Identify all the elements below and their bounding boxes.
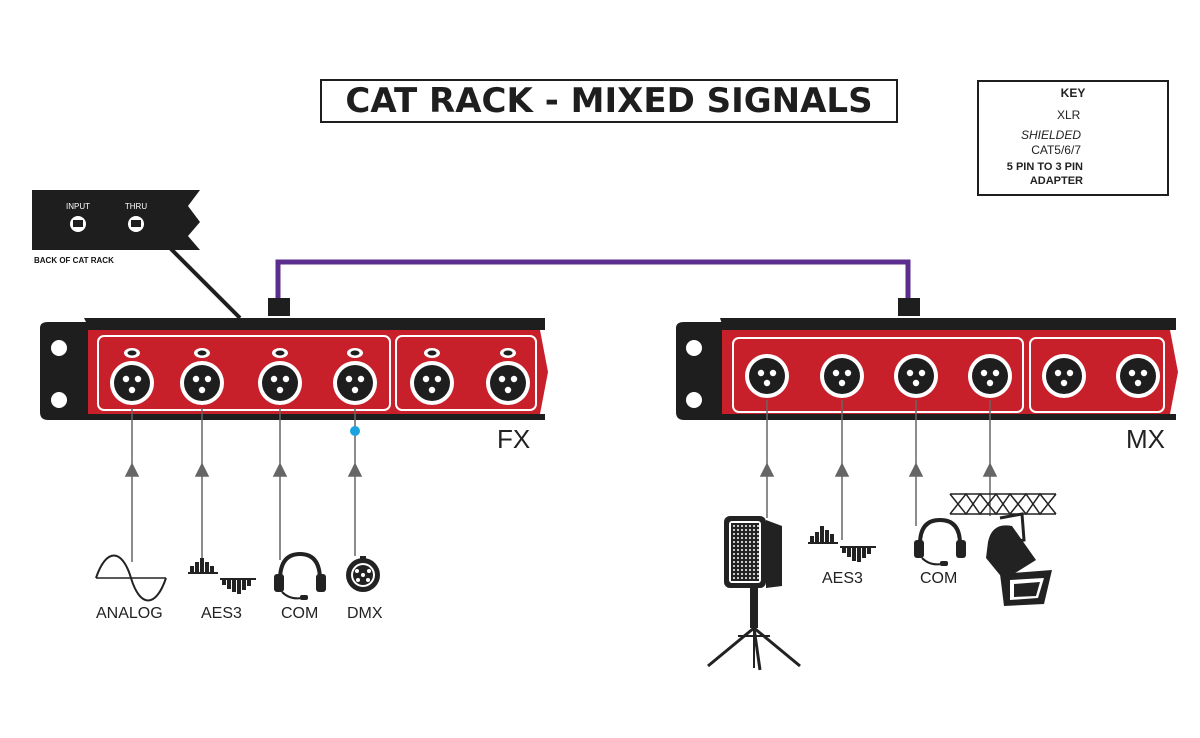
aes3-icon-fx [188, 558, 256, 594]
key-cat-label: CAT5/6/7 [1031, 143, 1081, 157]
source-label-dmx: DMX [347, 605, 383, 622]
analog-wave-icon [95, 554, 167, 602]
source-label-com-fx: COM [281, 605, 319, 622]
back-panel-caption: BACK OF CAT RACK [34, 256, 114, 265]
key-adapter-label-2: ADAPTER [1029, 175, 1083, 187]
thru-label: THRU [125, 202, 147, 211]
back-panel: INPUT THRU BACK OF CAT RACK [32, 190, 200, 265]
mx-rack-label: MX [1126, 424, 1165, 454]
speaker-icon [707, 516, 801, 671]
stage-light-icon [949, 492, 1057, 606]
back-panel-cable [168, 246, 242, 320]
fx-rack-label: FX [497, 424, 531, 454]
mx-rack [676, 318, 1178, 420]
source-label-aes3-mx: AES3 [822, 570, 863, 587]
dmx-connector-icon [346, 556, 380, 592]
mx-port-3 [894, 354, 938, 398]
headset-icon-fx [274, 551, 326, 600]
title-box: CAT RACK - MIXED SIGNALS [320, 79, 898, 123]
aes3-icon-mx [808, 526, 876, 562]
cat-cable [268, 259, 920, 316]
mx-port-1 [745, 354, 789, 398]
input-label: INPUT [66, 202, 90, 211]
mx-port-4 [968, 354, 1012, 398]
key-title: KEY [1060, 86, 1086, 100]
adapter-dot [350, 426, 360, 436]
mx-signal-lines [759, 400, 998, 540]
source-label-com-mx: COM [920, 570, 958, 587]
fx-rack [40, 318, 548, 420]
page-title: CAT RACK - MIXED SIGNALS [345, 81, 873, 121]
mx-port-2 [820, 354, 864, 398]
source-label-aes3-fx: AES3 [201, 605, 242, 622]
key-shielded-label: SHIELDED [1020, 128, 1081, 142]
source-label-analog: ANALOG [96, 605, 163, 622]
key-xlr-label: XLR [1057, 108, 1081, 122]
headset-icon-mx [914, 517, 966, 566]
mx-port-6 [1116, 354, 1160, 398]
mx-port-5 [1042, 354, 1086, 398]
key-legend: KEY XLR SHIELDED CAT5/6/7 5 PIN TO 3 PIN… [977, 80, 1169, 196]
key-adapter-label-1: 5 PIN TO 3 PIN [1006, 161, 1083, 173]
fx-signal-lines [124, 408, 363, 562]
